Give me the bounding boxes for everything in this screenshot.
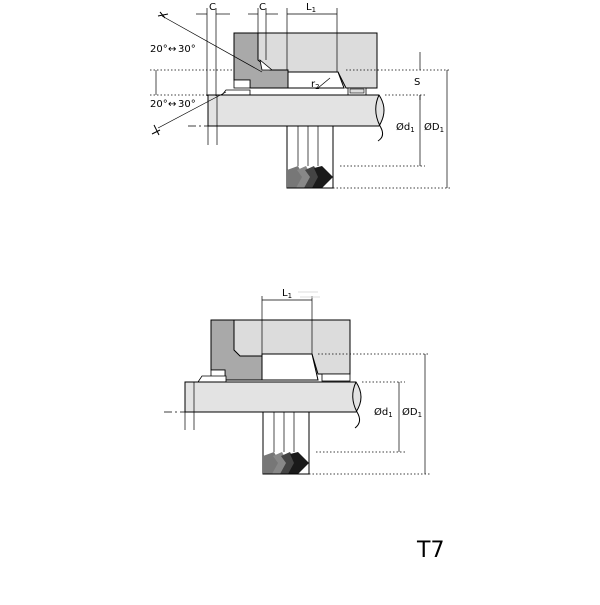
top-r2: r2 (311, 79, 320, 91)
top-seal-ring-4 (312, 166, 333, 188)
top-seal-lip (259, 58, 274, 71)
top-l1: L1 (306, 2, 316, 14)
bottom-seal-diagram: L1 Ød1 ØD1 (164, 288, 430, 475)
top-angle-upper-arrow: ↔ (168, 44, 176, 55)
top-big-d1: ØD1 (424, 121, 444, 134)
top-rod (207, 94, 385, 127)
top-retainer-left (233, 79, 251, 89)
top-angle-lower-arrow: ↔ (168, 99, 176, 110)
bottom-big-d1: ØD1 (402, 406, 422, 419)
bottom-gland (261, 353, 319, 381)
top-c-left: C (209, 2, 216, 13)
bottom-seal-ring-4 (288, 452, 309, 474)
top-angle-upper: 20° (150, 44, 168, 55)
bottom-l1: L1 (282, 288, 292, 300)
top-gland (287, 71, 345, 89)
top-angle-lower: 20° (150, 99, 168, 110)
top-seal-diagram: 20° ↔ 30° 20° ↔ 30° C C L1 r2 S Ød1 ØD1 (150, 2, 450, 189)
top-seal-stack (286, 125, 334, 189)
bottom-seal-stack (262, 411, 310, 475)
top-retainer-right2 (349, 88, 365, 94)
top-s: S (414, 77, 420, 88)
top-rod-end-piece (221, 89, 251, 96)
bottom-rod (184, 381, 362, 413)
bottom-retainer-right (321, 373, 351, 382)
top-c-right: C (259, 2, 266, 13)
bottom-rod-end-piece (197, 375, 227, 383)
top-d1: Ød1 (396, 121, 415, 134)
profile-code: T7 (416, 538, 444, 563)
top-angle-lower-to: 30° (178, 99, 196, 110)
top-angle-upper-to: 30° (178, 44, 196, 55)
bottom-d1: Ød1 (374, 406, 393, 419)
